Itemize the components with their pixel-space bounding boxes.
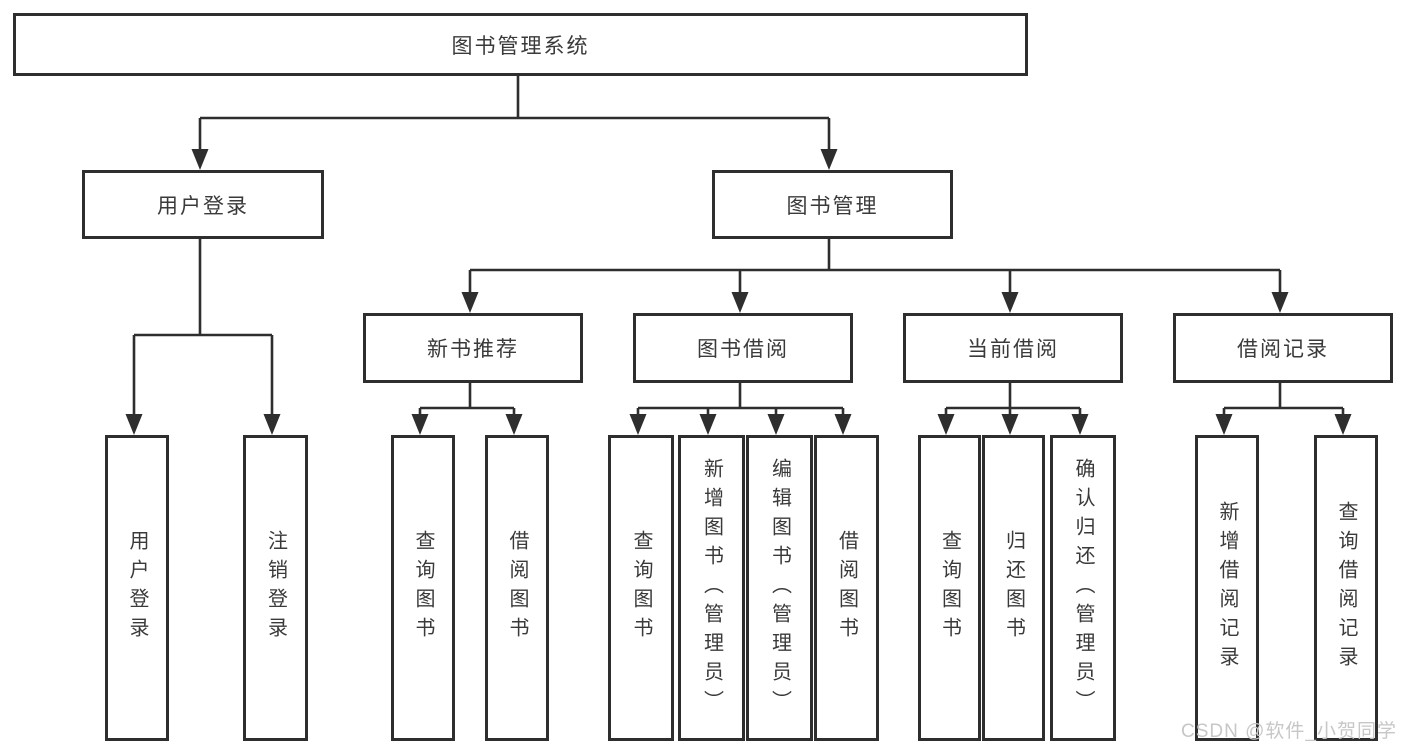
node-borrowing-records: 借阅记录	[1173, 313, 1393, 383]
node-library-system: 图书管理系统	[13, 13, 1028, 76]
node-bb-edit-books-admin: 编辑图书（管理员）	[746, 435, 813, 741]
node-cb-query-books: 查询图书	[918, 435, 981, 741]
node-nb-borrow-books: 借阅图书	[485, 435, 549, 741]
watermark: CSDN @软件_小贺同学	[1181, 721, 1397, 742]
node-book-borrowing: 图书借阅	[633, 313, 853, 383]
node-bb-borrow-books: 借阅图书	[814, 435, 879, 741]
node-user-login: 用户登录	[82, 170, 324, 239]
node-ul-user-login: 用户登录	[105, 435, 169, 741]
node-nb-query-books: 查询图书	[391, 435, 455, 741]
node-current-borrowing: 当前借阅	[903, 313, 1123, 383]
node-br-add-borrow-record: 新增借阅记录	[1195, 435, 1259, 741]
node-bb-add-books-admin: 新增图书（管理员）	[678, 435, 745, 741]
node-cb-return-books: 归还图书	[982, 435, 1045, 741]
node-ul-logout: 注销登录	[243, 435, 308, 741]
node-br-query-borrow-record: 查询借阅记录	[1314, 435, 1378, 741]
node-bb-query-books: 查询图书	[608, 435, 674, 741]
node-new-book-recommend: 新书推荐	[363, 313, 583, 383]
node-cb-confirm-return-admin: 确认归还（管理员）	[1050, 435, 1116, 741]
node-book-management: 图书管理	[712, 170, 953, 239]
